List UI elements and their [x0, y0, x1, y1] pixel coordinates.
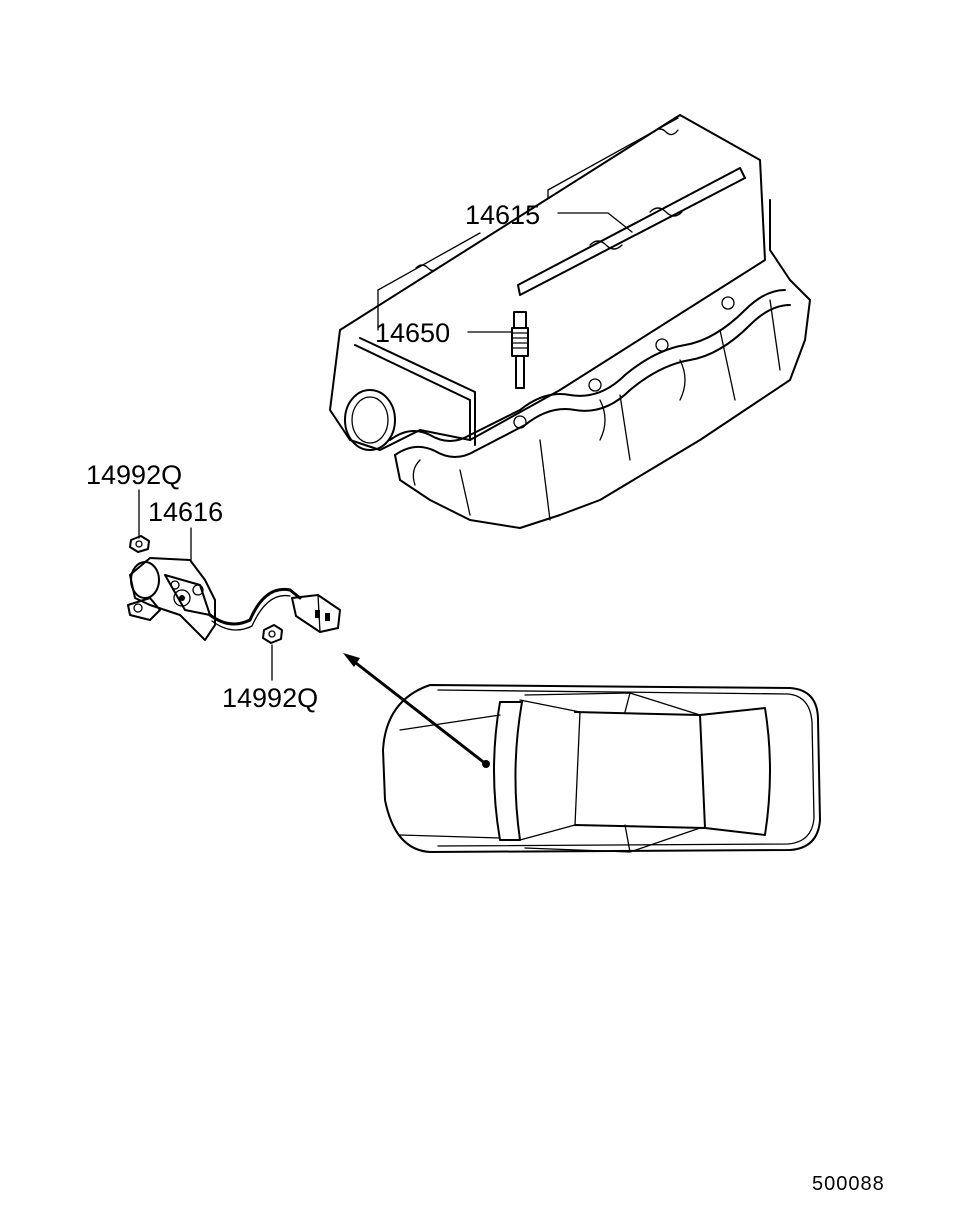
leader-lines [138, 212, 633, 681]
glow-plug-drawing [511, 311, 529, 389]
glow-relay-drawing [127, 557, 341, 641]
part-label-rocker-cover[interactable]: 14615 [465, 200, 540, 230]
part-label-nut-upper[interactable]: 14992Q [86, 460, 182, 490]
nut-lower-drawing [262, 624, 283, 644]
location-arrow [343, 653, 490, 768]
vehicle-location-drawing [382, 684, 821, 853]
part-label-glow-plug[interactable]: 14650 [375, 318, 450, 348]
document-number: 500088 [812, 1173, 885, 1195]
nut-upper-drawing [129, 535, 150, 553]
engine-drawing [329, 114, 811, 529]
part-label-glow-relay[interactable]: 14616 [148, 497, 223, 527]
part-label-nut-lower[interactable]: 14992Q [222, 683, 318, 713]
